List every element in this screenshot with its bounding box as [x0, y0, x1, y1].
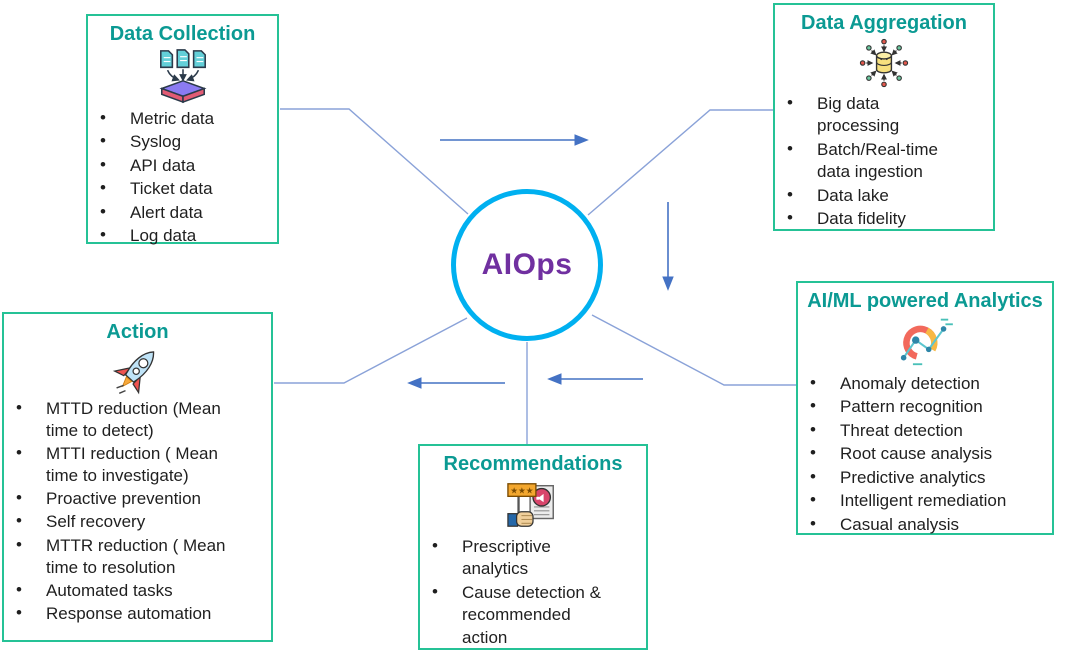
list-item: Threat detection: [798, 419, 1052, 442]
data-collection-box: Data Collection: [86, 14, 279, 247]
action-list: MTTD reduction (Mean time to detect) MTT…: [4, 397, 271, 625]
list-item: Casual analysis: [798, 513, 1052, 536]
connector-data-aggregation: [587, 109, 774, 216]
list-item: Data lake: [775, 184, 993, 207]
rocket-icon: [4, 344, 271, 396]
database-aggregation-icon: [775, 35, 993, 89]
recommendations-list: Prescriptive analytics Cause detection &…: [420, 535, 646, 649]
documents-collector-icon: [88, 46, 277, 104]
data-collection-list: Metric data Syslog API data Ticket data …: [88, 107, 277, 248]
list-item: Data fidelity: [775, 207, 993, 230]
list-item: Metric data: [88, 107, 277, 130]
recommendations-box: Recommendations ★★★: [418, 444, 648, 650]
list-item: Intelligent remediation: [798, 489, 1052, 512]
aiml-analytics-list: Anomaly detection Pattern recognition Th…: [798, 372, 1052, 536]
list-item: Predictive analytics: [798, 466, 1052, 489]
list-item: Response automation: [4, 602, 271, 625]
recommendations-title: Recommendations: [443, 453, 623, 475]
data-aggregation-title: Data Aggregation: [801, 12, 967, 34]
list-item: Prescriptive analytics: [420, 535, 646, 581]
aiops-circle: AIOps: [451, 189, 603, 341]
connector-aiml: [591, 314, 797, 386]
aiml-analytics-title: AI/ML powered Analytics: [807, 290, 1043, 312]
list-item: MTTD reduction (Mean time to detect): [4, 397, 271, 442]
list-item: MTTI reduction ( Mean time to investigat…: [4, 442, 271, 487]
list-item: Self recovery: [4, 510, 271, 533]
action-title: Action: [106, 321, 169, 343]
list-item: Ticket data: [88, 177, 277, 200]
list-item: Automated tasks: [4, 579, 271, 602]
list-item: Syslog: [88, 130, 277, 153]
connector-data-collection: [280, 108, 469, 215]
data-aggregation-box: Data Aggregation: [773, 3, 995, 231]
data-collection-title: Data Collection: [109, 23, 256, 45]
list-item: Root cause analysis: [798, 442, 1052, 465]
action-box: Action MTTD reduction (Mean time to dete…: [2, 312, 273, 642]
list-item: MTTR reduction ( Mean time to resolution: [4, 534, 271, 579]
list-item: API data: [88, 154, 277, 177]
aiml-analytics-box: AI/ML powered Analytics Anomaly detectio…: [796, 281, 1054, 535]
aiops-label: AIOps: [481, 248, 573, 281]
list-item: Proactive prevention: [4, 487, 271, 510]
list-item: Batch/Real-time data ingestion: [775, 138, 993, 184]
list-item: Big data processing: [775, 92, 993, 138]
svg-text:★★★: ★★★: [510, 486, 534, 496]
list-item: Cause detection & recommended action: [420, 581, 646, 649]
list-item: Alert data: [88, 201, 277, 224]
data-aggregation-list: Big data processing Batch/Real-time data…: [775, 92, 993, 231]
recommendation-sign-icon: ★★★: [420, 476, 646, 532]
list-item: Anomaly detection: [798, 372, 1052, 395]
connector-action: [274, 317, 468, 384]
analytics-chart-icon: [798, 313, 1052, 367]
list-item: Pattern recognition: [798, 395, 1052, 418]
list-item: Log data: [88, 224, 277, 247]
